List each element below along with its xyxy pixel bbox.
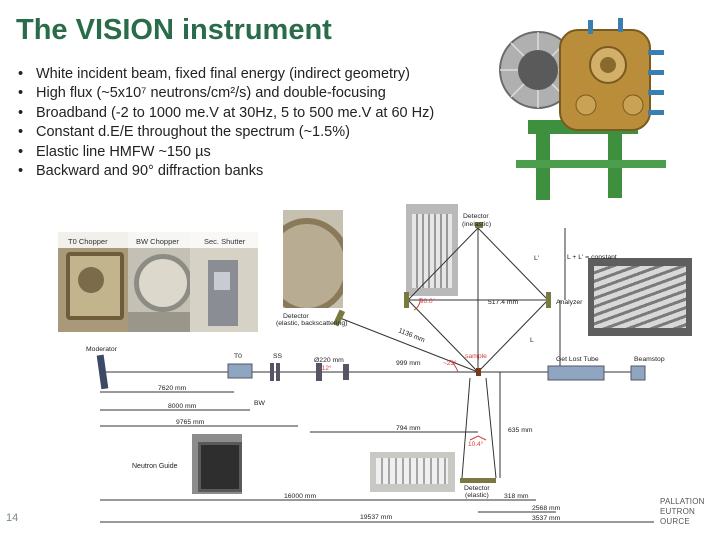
- backscatter-detector-label: Detector: [283, 313, 309, 320]
- dim-635: 635 mm: [508, 427, 533, 434]
- photo-captions: T0 Chopper BW Chopper Sec. Shutter: [58, 232, 258, 248]
- sec-shutter-photo: [190, 232, 258, 332]
- bullet-item: •High flux (~5x10⁷ neutrons/cm²/s) and d…: [18, 85, 386, 102]
- bullet-item: •White incident beam, fixed final energy…: [18, 66, 410, 82]
- moderator-label: Moderator: [86, 346, 118, 353]
- angle-12: ~12°: [318, 364, 332, 372]
- elastic-detector-marker: [460, 478, 496, 483]
- l-label: L: [530, 337, 534, 344]
- page-number: 14: [6, 512, 19, 524]
- dim-8000: 8000 mm: [168, 403, 197, 410]
- dim-999: 999 mm: [396, 360, 421, 367]
- bw-chopper-caption: BW Chopper: [136, 237, 179, 246]
- backscatter-detector-sublabel: (elastic, backscattering): [276, 320, 347, 327]
- bw-label: BW: [254, 400, 266, 407]
- dim-7620: 7620 mm: [158, 385, 187, 392]
- bullet-text: Constant d.E/E throughout the spectrum (…: [36, 124, 350, 141]
- t0-chopper-caption: T0 Chopper: [68, 237, 108, 246]
- logo-line: PALLATION: [660, 497, 705, 506]
- bullet-text: High flux (~5x10⁷ neutrons/cm²/s) and do…: [36, 85, 386, 102]
- analyzer-marker: [546, 292, 551, 308]
- bullet-text: Elastic line HMFW ~150 µs: [36, 143, 211, 160]
- t0-chopper-photo: [58, 232, 128, 332]
- elastic-detector-photo: [370, 452, 455, 492]
- bullet-item: •Broadband (-2 to 1000 me.V at 30Hz, 5 t…: [18, 104, 435, 121]
- sample-label: sample: [465, 353, 487, 360]
- l-prime-label: L': [534, 255, 539, 262]
- logo-line: OURCE: [660, 517, 690, 526]
- inelastic-detector-left: [404, 292, 409, 308]
- bullet-item: •Backward and 90° diffraction banks: [18, 163, 264, 180]
- bw-chopper-photo: [128, 232, 190, 332]
- dim-9765: 9765 mm: [176, 419, 205, 426]
- page-title: The VISION instrument: [16, 14, 332, 46]
- dim-19537: 19537 mm: [360, 514, 392, 521]
- inelastic-detector-photo: [406, 204, 458, 296]
- ss-label: SS: [273, 353, 283, 360]
- bullet-text: Backward and 90° diffraction banks: [36, 163, 264, 180]
- dim-220: Ø220 mm: [314, 357, 344, 364]
- instrument-render-image: [499, 18, 666, 200]
- get-lost-tube-box: [547, 365, 605, 381]
- dim-318: 318 mm: [504, 493, 529, 500]
- bullet-item: •Constant d.E/E throughout the spectrum …: [18, 124, 350, 141]
- dim-3537: 3537 mm: [532, 515, 561, 522]
- moderator-block: [96, 354, 109, 390]
- angle-10: 10.4°: [468, 440, 484, 448]
- bullet-text: White incident beam, fixed final energy …: [36, 66, 410, 82]
- beamstop-label: Beamstop: [634, 356, 665, 363]
- ss-marker: [276, 363, 280, 381]
- inelastic-detector-sublabel: (inelastic): [462, 221, 491, 228]
- t0-chopper-box: [227, 363, 253, 379]
- elastic-detector-label: Detector: [464, 485, 490, 492]
- neutron-guide-photo: [192, 434, 242, 494]
- bullet-list: •White incident beam, fixed final energy…: [18, 65, 434, 181]
- neutron-guide-caption: Neutron Guide: [132, 463, 178, 470]
- backscatter-detector-photo: [283, 210, 343, 308]
- sec-shutter-caption: Sec. Shutter: [204, 237, 246, 246]
- collimator-marker: [316, 363, 322, 381]
- l-sum-label: L + L' = constant: [567, 254, 617, 261]
- dim-16000: 16000 mm: [284, 493, 316, 500]
- logo-line: EUTRON: [660, 507, 695, 516]
- t0-label: T0: [234, 353, 242, 360]
- bullet-text: Broadband (-2 to 1000 me.V at 30Hz, 5 to…: [36, 104, 435, 121]
- dim-794: 794 mm: [396, 425, 421, 432]
- elastic-detector-sublabel: (elastic): [465, 492, 489, 499]
- sample-marker: [476, 368, 481, 376]
- analyzer-label: Analyzer: [556, 299, 583, 306]
- get-lost-tube-label: Get Lost Tube: [556, 356, 599, 363]
- bullet-item: •Elastic line HMFW ~150 µs: [18, 143, 211, 160]
- beamstop-box: [630, 365, 646, 381]
- analyzer-photo: [588, 258, 692, 336]
- sns-logo-text: PALLATION EUTRON OURCE: [660, 497, 705, 527]
- dim-2568: 2568 mm: [532, 505, 561, 512]
- bw-chopper-marker: [270, 363, 274, 381]
- inelastic-detector-label: Detector: [463, 213, 489, 220]
- dim-517: 517.4 mm: [488, 299, 519, 306]
- aperture-marker: [343, 364, 349, 380]
- inelastic-detector-top: [475, 222, 483, 228]
- angle-23: ~23°: [443, 359, 457, 367]
- angle-90: 90.0°: [420, 297, 436, 305]
- backscatter-detector-marker: [332, 309, 346, 327]
